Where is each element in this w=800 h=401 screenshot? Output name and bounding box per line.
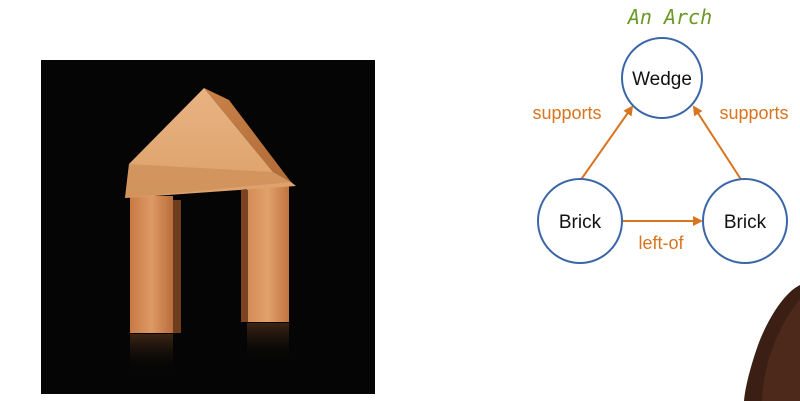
node-brick-left: Brick [537,178,623,264]
edge-label-left-supports: supports [532,103,601,123]
block-arch-illustration [125,88,296,374]
right-post-shadow-side [241,190,248,322]
wedge-side-face [204,88,291,182]
edge-label-right-supports: supports [719,103,788,123]
wedge-top-strip [125,164,291,198]
left-post-reflection [130,334,173,374]
node-brick-right: Brick [702,178,788,264]
node-brick-left-label: Brick [559,212,602,233]
arch-photo [41,60,375,394]
edge-label-left-of: left-of [638,233,684,253]
edge-right-supports [692,105,743,182]
edge-left-supports [579,105,634,182]
right-post-reflection [247,323,289,363]
left-brick-post [130,196,173,333]
node-wedge-label: Wedge [632,69,692,90]
node-brick-right-label: Brick [724,212,767,233]
right-brick-post [247,186,289,322]
diagram-title: An Arch [626,5,712,29]
presenter-hand-highlight [762,300,800,401]
node-wedge: Wedge [621,37,703,119]
left-post-shadow-side [173,200,181,333]
